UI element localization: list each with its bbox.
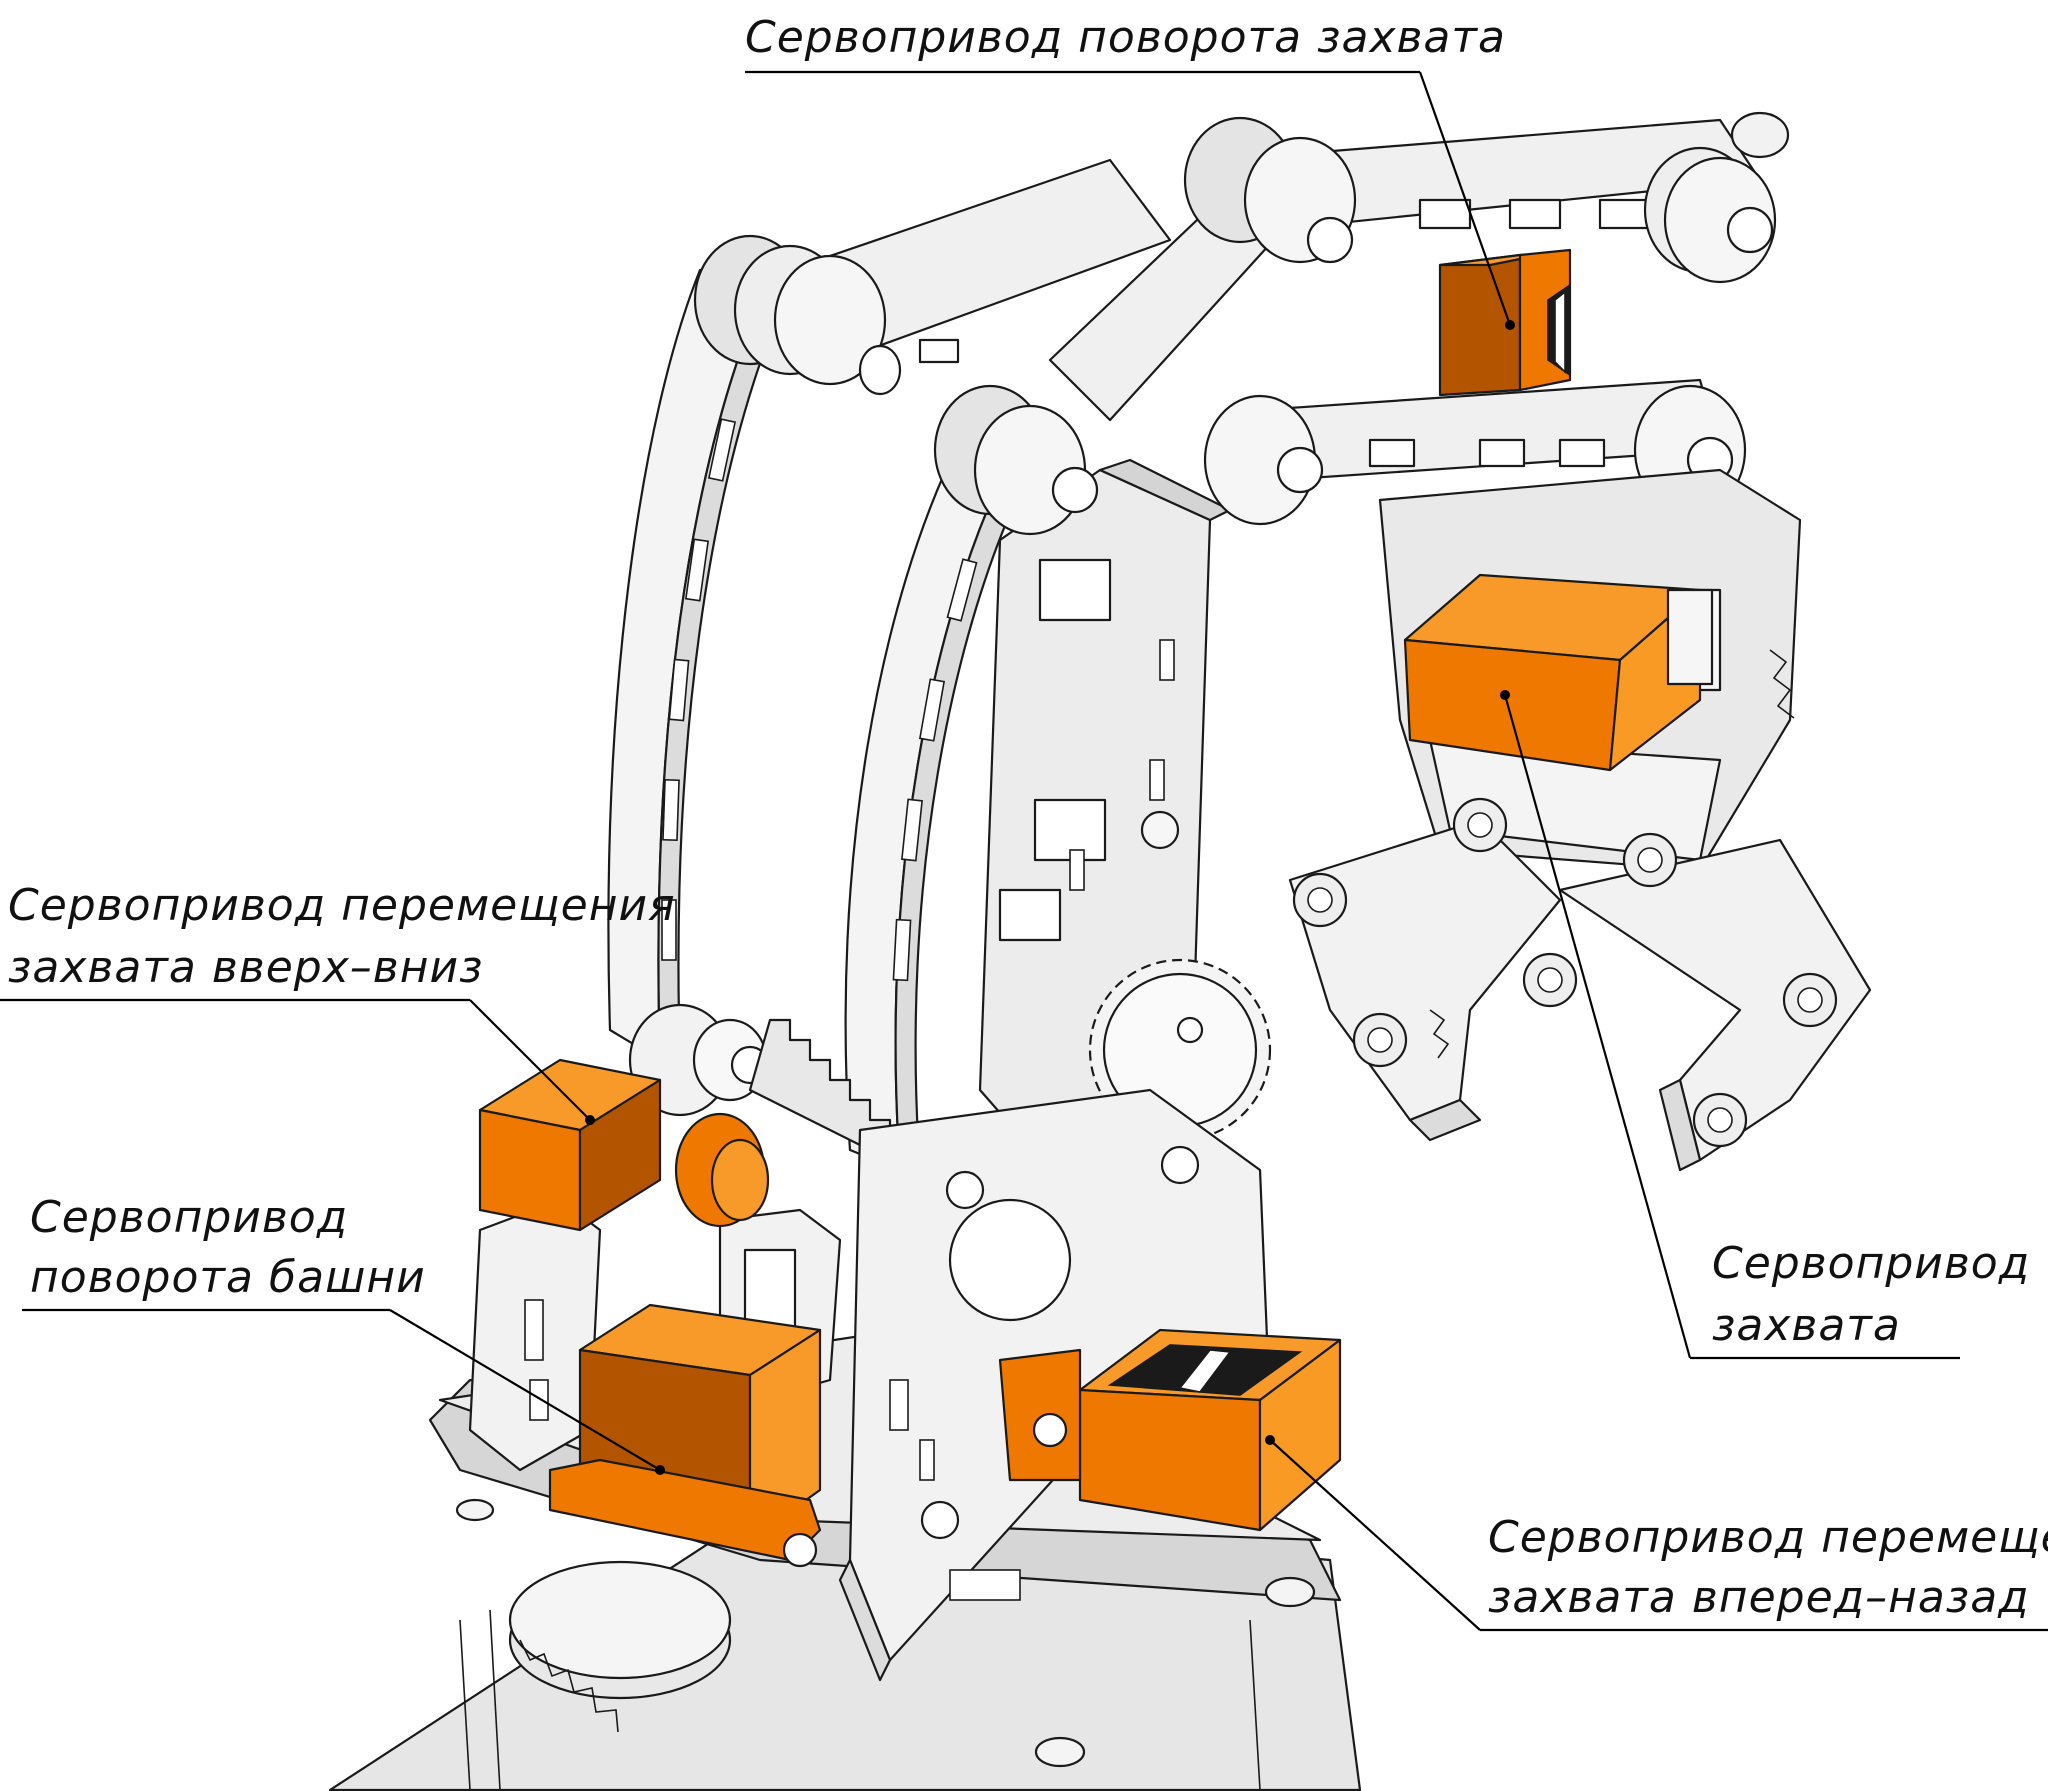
servo-front	[478, 1108, 582, 1232]
joint-mid-right	[1203, 394, 1324, 526]
callout-labels: Сервопривод поворота захвата Сервопривод…	[8, 12, 2048, 1623]
base-screw	[1264, 1576, 1316, 1608]
servo-rotate-tower	[548, 1303, 822, 1568]
gripper-assembly	[1288, 468, 1872, 1172]
screw	[1032, 1412, 1068, 1448]
leader-gripper	[1503, 694, 1692, 1359]
screw	[945, 1170, 985, 1210]
screw	[1140, 810, 1180, 850]
leader-dot	[655, 1465, 665, 1475]
label-up-down-line1: Сервопривод перемещения	[8, 880, 676, 931]
leader-rotate-gripper	[1418, 71, 1512, 326]
tower-gear	[508, 1560, 732, 1733]
label-up-down-line2: захвата вверх–вниз	[8, 942, 483, 993]
left-curved-arm	[607, 268, 782, 1062]
leader-dot	[1500, 690, 1510, 700]
label-fwd-back-line2: захвата вперед–назад	[1488, 1572, 2030, 1623]
leader-dot	[585, 1115, 595, 1125]
label-gripper-line2: захвата	[1712, 1300, 1901, 1351]
screw	[1726, 206, 1774, 254]
label-tower-line1: Сервопривод	[30, 1192, 348, 1243]
screw	[920, 1500, 960, 1540]
servo-side	[1258, 1338, 1342, 1532]
label-tower-line2: поворота башни	[30, 1252, 426, 1303]
joint-top-left	[693, 234, 902, 396]
screw	[1306, 216, 1354, 264]
joint-top-right	[1643, 111, 1790, 284]
label-rotate-gripper: Сервопривод поворота захвата	[745, 12, 1506, 63]
leader-dot	[1265, 1435, 1275, 1445]
gripper-jaw-left	[1288, 818, 1562, 1142]
servo-gripper	[1403, 573, 1714, 772]
servo-side	[578, 1078, 662, 1232]
leader-fwd-back	[1269, 1439, 1481, 1631]
screw	[782, 1532, 818, 1568]
leader-up-down	[469, 999, 591, 1121]
joint-mid-left	[933, 384, 1099, 536]
joints	[628, 111, 1790, 1117]
joint-top-center	[1183, 116, 1357, 264]
servo-front	[748, 1328, 822, 1542]
screw	[1276, 446, 1324, 494]
servo-move-fwd-back	[998, 1328, 1342, 1532]
screw	[1051, 466, 1099, 514]
screw	[1160, 1145, 1200, 1185]
servo-rotate-gripper	[1438, 248, 1572, 397]
callout-leaders	[0, 70, 2048, 1632]
base-screw	[455, 1498, 495, 1522]
label-fwd-back-line1: Сервопривод перемещения	[1488, 1512, 2048, 1563]
label-gripper-line1: Сервопривод	[1712, 1238, 2030, 1289]
gripper-nuts	[1292, 797, 1838, 1148]
base-screw	[1034, 1736, 1086, 1768]
servo-move-up-down	[478, 1058, 770, 1232]
leader-dot	[1505, 320, 1515, 330]
leader-tower	[389, 1309, 661, 1471]
